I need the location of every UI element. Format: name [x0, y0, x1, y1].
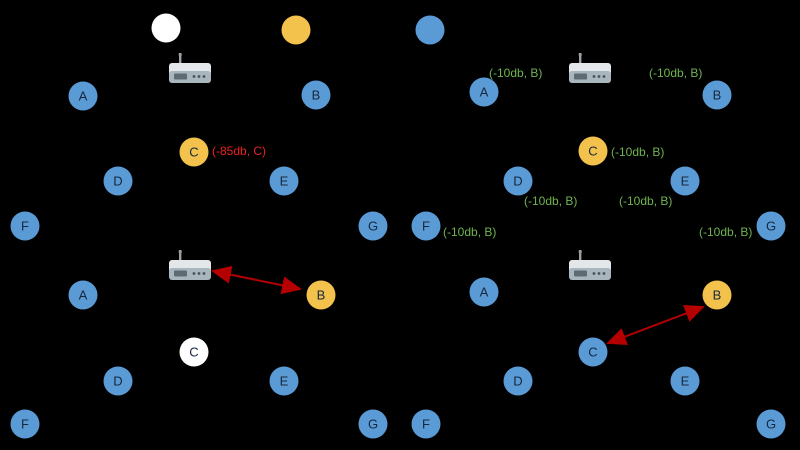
node-a-bottom-left: A [68, 280, 98, 310]
unlabeled-node-blue [415, 15, 445, 45]
node-b-top-right: B [702, 80, 732, 110]
node-f-top-left: F [10, 211, 40, 241]
signal-annotation-top-right: (-10db, B) [524, 194, 578, 208]
node-f-bottom-left: F [10, 409, 40, 439]
node-g-bottom-right: G [756, 409, 786, 439]
signal-annotation-top-right: (-10db, B) [489, 66, 543, 80]
node-a-bottom-right: A [469, 277, 499, 307]
node-e-top-right: E [670, 166, 700, 196]
node-b-top-left: B [301, 80, 331, 110]
node-c-bottom-right: C [578, 337, 608, 367]
node-a-top-left: A [68, 81, 98, 111]
node-f-bottom-right: F [411, 409, 441, 439]
unlabeled-node-white [151, 13, 181, 43]
node-f-top-right: F [411, 211, 441, 241]
unlabeled-node-yellow [281, 15, 311, 45]
link-arrow-1 [606, 304, 705, 346]
node-d-top-right: D [503, 166, 533, 196]
node-e-bottom-left: E [269, 366, 299, 396]
node-c-bottom-left: C [179, 337, 209, 367]
signal-annotation-top-right: (-10db, B) [619, 194, 673, 208]
node-b-bottom-left: B [306, 280, 336, 310]
signal-annotation-top-right: (-10db, B) [611, 145, 665, 159]
node-g-top-right: G [756, 211, 786, 241]
signal-annotation-top-left: (-85db, C) [212, 144, 267, 158]
node-b-bottom-right: B [702, 280, 732, 310]
node-g-top-left: G [358, 211, 388, 241]
node-e-top-left: E [269, 166, 299, 196]
signal-annotation-top-right: (-10db, B) [649, 66, 703, 80]
wifi-router-icon-top-left [167, 53, 213, 87]
node-g-bottom-left: G [358, 409, 388, 439]
node-e-bottom-right: E [670, 366, 700, 396]
wifi-router-icon-bottom-left [167, 250, 213, 284]
node-d-top-left: D [103, 166, 133, 196]
node-d-bottom-right: D [503, 366, 533, 396]
node-d-bottom-left: D [103, 366, 133, 396]
node-c-top-left: C [179, 137, 209, 167]
signal-annotation-top-right: (-10db, B) [699, 225, 753, 239]
wifi-router-icon-bottom-right [567, 250, 613, 284]
node-c-top-right: C [578, 136, 608, 166]
node-a-top-right: A [469, 77, 499, 107]
wifi-router-icon-top-right [567, 53, 613, 87]
signal-annotation-top-right: (-10db, B) [443, 225, 497, 239]
link-arrow-0 [211, 265, 302, 295]
